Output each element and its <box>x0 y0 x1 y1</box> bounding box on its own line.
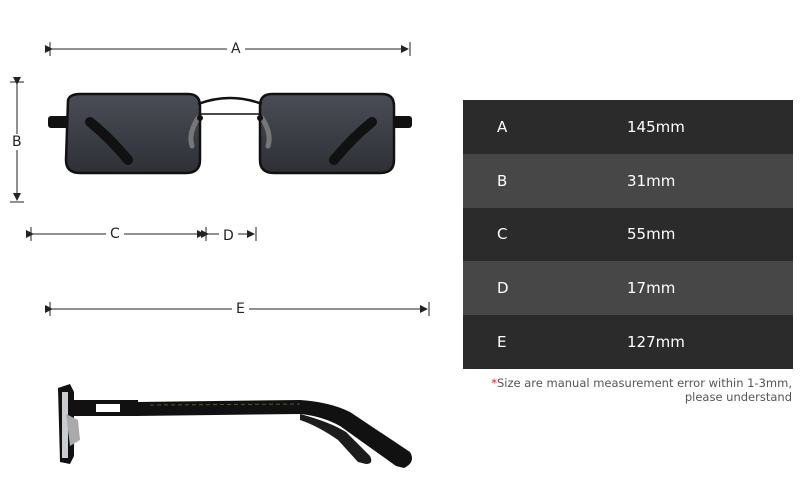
sunglasses-front-view <box>48 92 412 175</box>
note-line-1: Size are manual measurement error within… <box>496 376 792 390</box>
measurement-note: *Size are manual measurement error withi… <box>472 376 792 404</box>
size-row-e: E 127mm <box>463 315 793 369</box>
size-table: A 145mm B 31mm C 55mm D 17mm E 127mm <box>463 100 793 369</box>
size-value: 31mm <box>627 171 676 190</box>
note-asterisk: * <box>491 376 497 390</box>
dimension-c-label: C <box>106 226 124 242</box>
sunglasses-side-view <box>58 384 412 468</box>
size-key: B <box>497 171 508 190</box>
note-line-2: please understand <box>684 390 792 404</box>
dimension-b-label: B <box>8 134 26 150</box>
size-value: 145mm <box>627 117 685 136</box>
size-value: 55mm <box>627 225 676 244</box>
size-row-d: D 17mm <box>463 261 793 316</box>
size-value: 17mm <box>627 279 676 298</box>
size-key: E <box>497 333 507 352</box>
size-value: 127mm <box>627 333 685 352</box>
dimension-d-label: D <box>219 228 238 244</box>
size-row-b: B 31mm <box>463 153 793 208</box>
size-key: D <box>497 279 509 298</box>
dimension-e-label: E <box>232 301 249 317</box>
dimension-a-label: A <box>227 41 245 57</box>
size-row-c: C 55mm <box>463 207 793 262</box>
size-key: C <box>497 225 508 244</box>
size-row-a: A 145mm <box>463 100 793 154</box>
size-key: A <box>497 117 508 136</box>
